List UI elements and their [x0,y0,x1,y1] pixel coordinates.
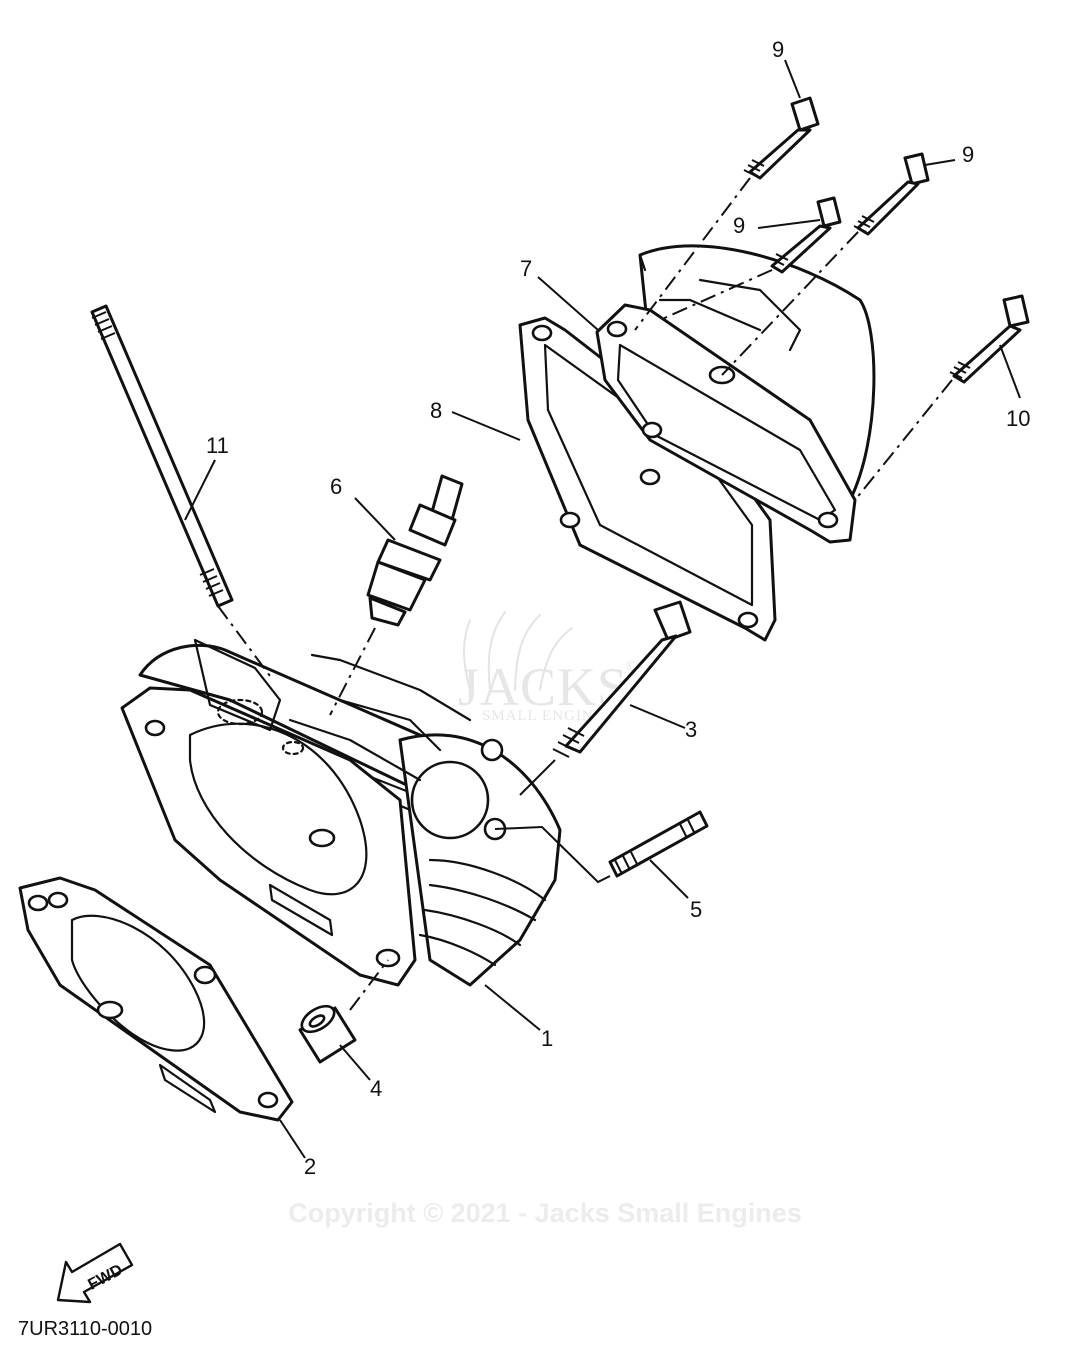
watermark-logo-mark: © [626,658,638,674]
watermark-logo-text: JACKS [458,657,628,717]
callout-9-right: 9 [962,142,974,167]
part-10-bolt [949,294,1030,384]
callout-2: 2 [304,1154,316,1179]
copyright-watermark: Copyright © 2021 - Jacks Small Engines [288,1198,802,1228]
part-9-bolt-middle [770,196,842,274]
callout-1: 1 [541,1026,553,1051]
part-5-stud [608,810,709,878]
part-6-spark-plug [366,474,464,627]
callout-5: 5 [690,897,702,922]
part-7-head-cover [595,244,876,544]
callout-10: 10 [1006,406,1030,431]
fwd-direction-arrow: FWD [56,1242,134,1304]
callout-3: 3 [685,717,697,742]
diagram-reference-code: 7UR3110-0010 [18,1318,152,1340]
watermark-logo-subtext: SMALL ENGINES [482,708,613,724]
callout-4: 4 [370,1076,382,1101]
callout-leaders [184,59,1021,1159]
callout-6: 6 [330,474,342,499]
watermark-logo: JACKS © SMALL ENGINES [458,611,638,724]
callout-8: 8 [430,398,442,423]
callout-11: 11 [206,433,229,458]
callout-numbers: 1 2 3 4 5 6 7 8 9 9 9 10 11 [206,37,1030,1179]
part-8-cover-gasket [518,316,777,642]
part-9-bolt-right [853,152,930,236]
part-11-stud-bolt [90,304,234,608]
callout-9-top: 9 [772,37,784,62]
part-9-bolt-top [743,96,820,180]
callout-7: 7 [520,256,532,281]
callout-9-middle: 9 [733,213,745,238]
assembly-lines [217,177,953,1011]
part-2-head-gasket [18,876,294,1122]
part-4-dowel-pin [298,1004,357,1064]
part-3-bolt [552,600,692,758]
